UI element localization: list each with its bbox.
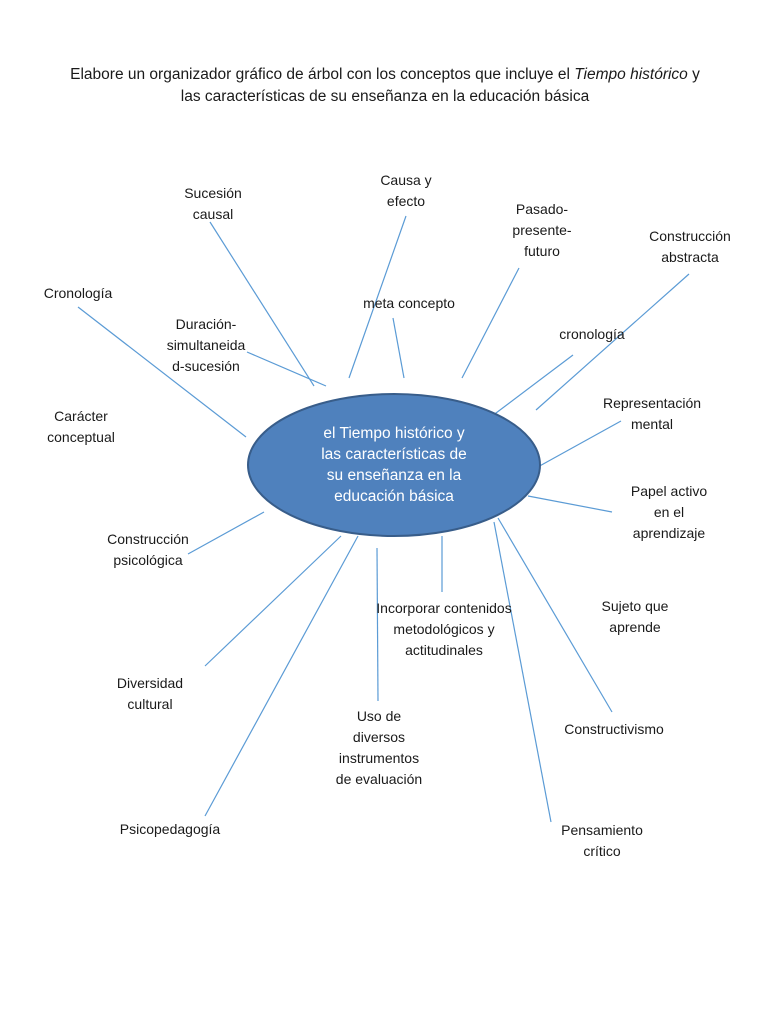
node-pasado-presente-futuro: Pasado- presente- futuro [512, 201, 572, 259]
title-italic-text: Tiempo histórico [574, 66, 688, 83]
line-papel-activo [527, 495, 613, 513]
node-duracion: Duración- simultaneida d-sucesión [166, 316, 246, 374]
title-text-end: y las características de su enseñanza en… [180, 66, 700, 105]
page-title: Elabore un organizador gráfico de árbol … [60, 64, 710, 108]
line-sucesion-causal [209, 221, 315, 387]
line-uso [376, 547, 379, 702]
node-pensamiento-critico: Pensamiento crítico [561, 822, 643, 859]
node-meta-concepto: meta concepto [363, 295, 455, 311]
line-cronologia-right [491, 354, 574, 417]
line-diversidad [204, 535, 342, 667]
line-pensamiento [493, 521, 552, 823]
node-papel-activo: Papel activo en el aprendizaje [630, 483, 708, 541]
node-cronologia-left: Cronología [43, 285, 113, 301]
node-causa-efecto: Causa y efecto [380, 172, 432, 209]
node-incorporar-contenidos: Incorporar contenidos metodológicos y ac… [376, 600, 512, 658]
line-psicopedagogia [204, 535, 359, 817]
node-construccion-psicologica: Construcción psicológica [107, 531, 189, 568]
line-pasado-presente [461, 267, 520, 379]
node-sucesion-causal: Sucesión causal [184, 185, 242, 222]
line-representacion [535, 420, 622, 469]
line-duracion [246, 351, 327, 387]
node-cronologia-right: cronología [559, 326, 625, 342]
node-caracter-conceptual: Carácter conceptual [47, 408, 115, 445]
line-meta-concepto [392, 317, 405, 379]
line-cronologia-left [77, 306, 247, 438]
line-construccion-abstracta [535, 273, 690, 411]
node-construccion-abstracta: Construcción abstracta [649, 228, 731, 265]
node-constructivismo: Constructivismo [564, 721, 664, 737]
node-diversidad-cultural: Diversidad cultural [116, 675, 184, 712]
central-concept-text: el Tiempo histórico y las característica… [321, 425, 467, 505]
node-sujeto-aprende: Sujeto que aprende [601, 598, 669, 635]
node-uso-instrumentos: Uso de diversos instrumentos de evaluaci… [335, 708, 423, 787]
central-ellipse [247, 393, 541, 537]
central-concept: el Tiempo histórico y las característica… [248, 394, 540, 536]
line-construccion-psicologica [187, 511, 265, 555]
line-causa-efecto [348, 215, 407, 379]
title-text: Elabore un organizador gráfico de árbol … [70, 66, 575, 83]
line-sujeto [497, 517, 613, 713]
node-representacion-mental: Representación mental [602, 395, 702, 432]
node-psicopedagogia: Psicopedagogía [119, 821, 221, 837]
